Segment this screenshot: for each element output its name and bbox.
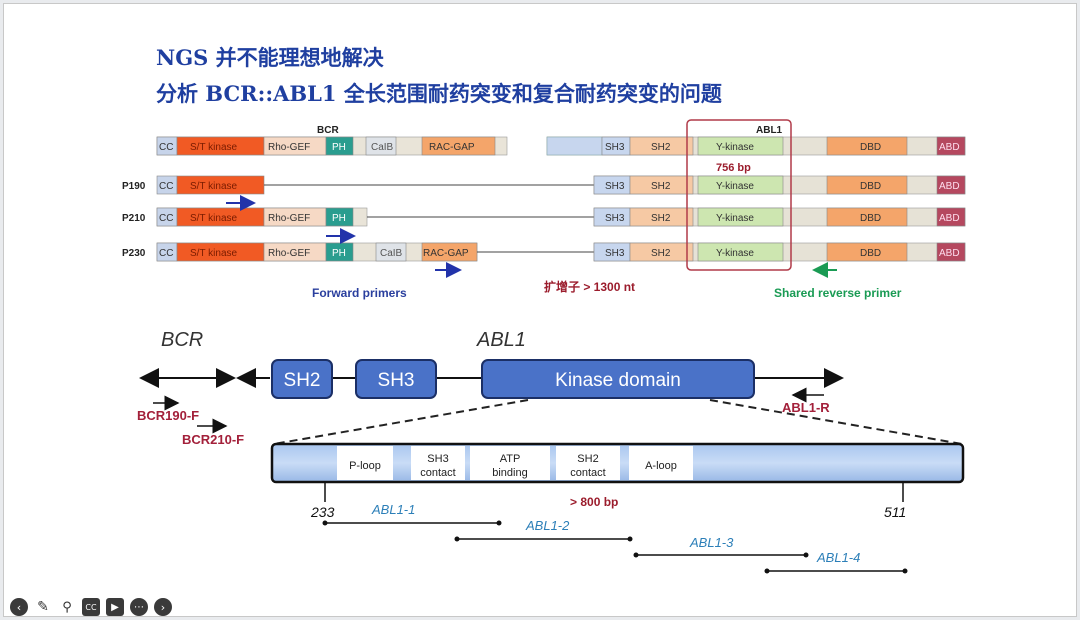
calb-label: CaIB (371, 142, 394, 153)
calb-label: CaIB (380, 248, 403, 259)
forward-icon[interactable]: › (154, 598, 172, 616)
st-kinase-label: S/T kinase (190, 181, 237, 192)
dbd-label: DBD (860, 248, 881, 259)
sh3-domain-label: SH3 (378, 370, 415, 391)
pen-icon[interactable]: ✎ (37, 599, 49, 615)
sh2-label: SH2 (651, 213, 671, 224)
dbd-label: DBD (860, 181, 881, 192)
y-kinase-highlight-box (686, 119, 792, 271)
sh3-label: SH3 (605, 213, 625, 224)
p-loop-region (337, 446, 393, 480)
rho-gef-label: Rho-GEF (268, 213, 310, 224)
amplicon-abl1-3-label: ABL1-3 (689, 535, 734, 550)
reverse-primer-label: Shared reverse primer (774, 286, 902, 300)
sh2-label: SH2 (651, 142, 671, 153)
a-loop-region (629, 446, 693, 480)
ph-label: PH (332, 248, 346, 259)
cc-label: CC (159, 181, 173, 192)
sh3-domain-box (355, 359, 437, 399)
amplicon-label: 扩增子 > 1300 nt (544, 279, 635, 294)
rac-gap-label: RAC-GAP (429, 142, 475, 153)
sh3-label: SH3 (605, 142, 625, 153)
ph-label: PH (332, 213, 346, 224)
atp-binding-region (470, 446, 550, 480)
bcr210-primer-label: BCR210-F (182, 432, 244, 447)
dbd-label: DBD (860, 213, 881, 224)
abl1-r-primer-label: ABL1-R (782, 400, 830, 415)
amplicon-abl1-1-label: ABL1-1 (371, 502, 415, 517)
kinase-domain-box (481, 359, 755, 399)
sh3-contact-region (411, 446, 465, 480)
rac-gap-domain (421, 136, 496, 156)
a-loop-label: A-loop (645, 460, 677, 472)
zoom-guide-left (273, 399, 529, 445)
abd-label: ABD (939, 248, 960, 259)
abd-label: ABD (939, 181, 960, 192)
ph-domain (325, 136, 354, 156)
more-icon[interactable]: ⋯ (130, 598, 148, 616)
p230-label: P230 (122, 248, 146, 259)
ph-label: PH (332, 142, 346, 153)
st-kinase-label: S/T kinase (190, 248, 237, 259)
abl1-gene-row: SH3 SH2 Y-kinase DBD ABD (546, 136, 966, 156)
bcr190-primer-label: BCR190-F (137, 408, 199, 423)
bcr-gene-row: CC S/T kinase Rho-GEF PH CaIB RAC-GAP (156, 136, 508, 156)
st-kinase-label: S/T kinase (190, 142, 237, 153)
slide: NGS 并不能理想地解决 分析 BCR::ABL1 全长范围耐药突变和复合耐药突… (3, 3, 1077, 617)
caption-icon[interactable]: CC (82, 598, 100, 616)
cc-label: CC (159, 213, 173, 224)
rho-gef-label: Rho-GEF (268, 142, 310, 153)
back-icon[interactable]: ‹ (10, 598, 28, 616)
p230-row: P230 CC S/T kinase Rho-GEF PH CaIB RAC-G… (122, 242, 966, 262)
p190-row: P190 CC S/T kinase SH3 SH2 Y-kinase DBD … (122, 175, 966, 195)
abd-label: ABD (939, 142, 960, 153)
abl1-gene-label: ABL1 (476, 329, 526, 351)
rho-gef-label: Rho-GEF (268, 248, 310, 259)
y-kinase-label: Y-kinase (716, 181, 754, 192)
slide-title-line1: NGS 并不能理想地解决 (156, 45, 384, 70)
dbd-label: DBD (860, 142, 881, 153)
zoom-guide-right (709, 399, 963, 445)
p210-label: P210 (122, 213, 146, 224)
abd-label: ABD (939, 213, 960, 224)
p-loop-label: P-loop (349, 460, 381, 472)
amplicon-abl1-4-label: ABL1-4 (816, 550, 860, 565)
sh3-label: SH3 (605, 248, 625, 259)
sh3-label: SH3 (605, 181, 625, 192)
p190-label: P190 (122, 181, 146, 192)
start-position-label: 233 (310, 504, 335, 520)
camera-icon[interactable]: ▶ (106, 598, 124, 616)
bcr-header: BCR (317, 125, 339, 136)
sh2-contact-region (556, 446, 620, 480)
y-kinase-label: Y-kinase (716, 248, 754, 259)
y-kinase-label: Y-kinase (716, 142, 754, 153)
abl1-header: ABL1 (756, 125, 783, 136)
box-size-label: 756 bp (716, 162, 751, 174)
diagram-canvas: BCR ABL1 CC S/T kinase Rho-GEF PH CaIB R… (122, 119, 966, 574)
sh2-label: SH2 (651, 181, 671, 192)
cc-label: CC (159, 142, 173, 153)
end-position-label: 511 (884, 504, 906, 520)
st-kinase-label: S/T kinase (190, 213, 237, 224)
calb-domain (365, 136, 397, 156)
zoom-icon[interactable]: ⚲ (62, 599, 72, 615)
sh2-domain-label: SH2 (284, 370, 321, 391)
rac-gap-label: RAC-GAP (423, 248, 469, 259)
sh2-label: SH2 (651, 248, 671, 259)
slide-title-line2: 分析 BCR::ABL1 全长范围耐药突变和复合耐药突变的问题 (156, 81, 722, 106)
size-label: > 800 bp (570, 495, 618, 509)
sh2-domain-box (271, 359, 333, 399)
cc-label: CC (159, 248, 173, 259)
kinase-domain-label: Kinase domain (555, 370, 681, 391)
forward-primers-label: Forward primers (312, 286, 407, 300)
player-toolbar: ‹ ✎ ⚲ CC ▶ ⋯ › (10, 596, 172, 616)
bcr-gene-label: BCR (161, 329, 203, 351)
y-kinase-label: Y-kinase (716, 213, 754, 224)
p210-row: P210 CC S/T kinase Rho-GEF PH SH3 SH2 Y-… (122, 207, 966, 227)
amplicon-abl1-2-label: ABL1-2 (525, 518, 570, 533)
